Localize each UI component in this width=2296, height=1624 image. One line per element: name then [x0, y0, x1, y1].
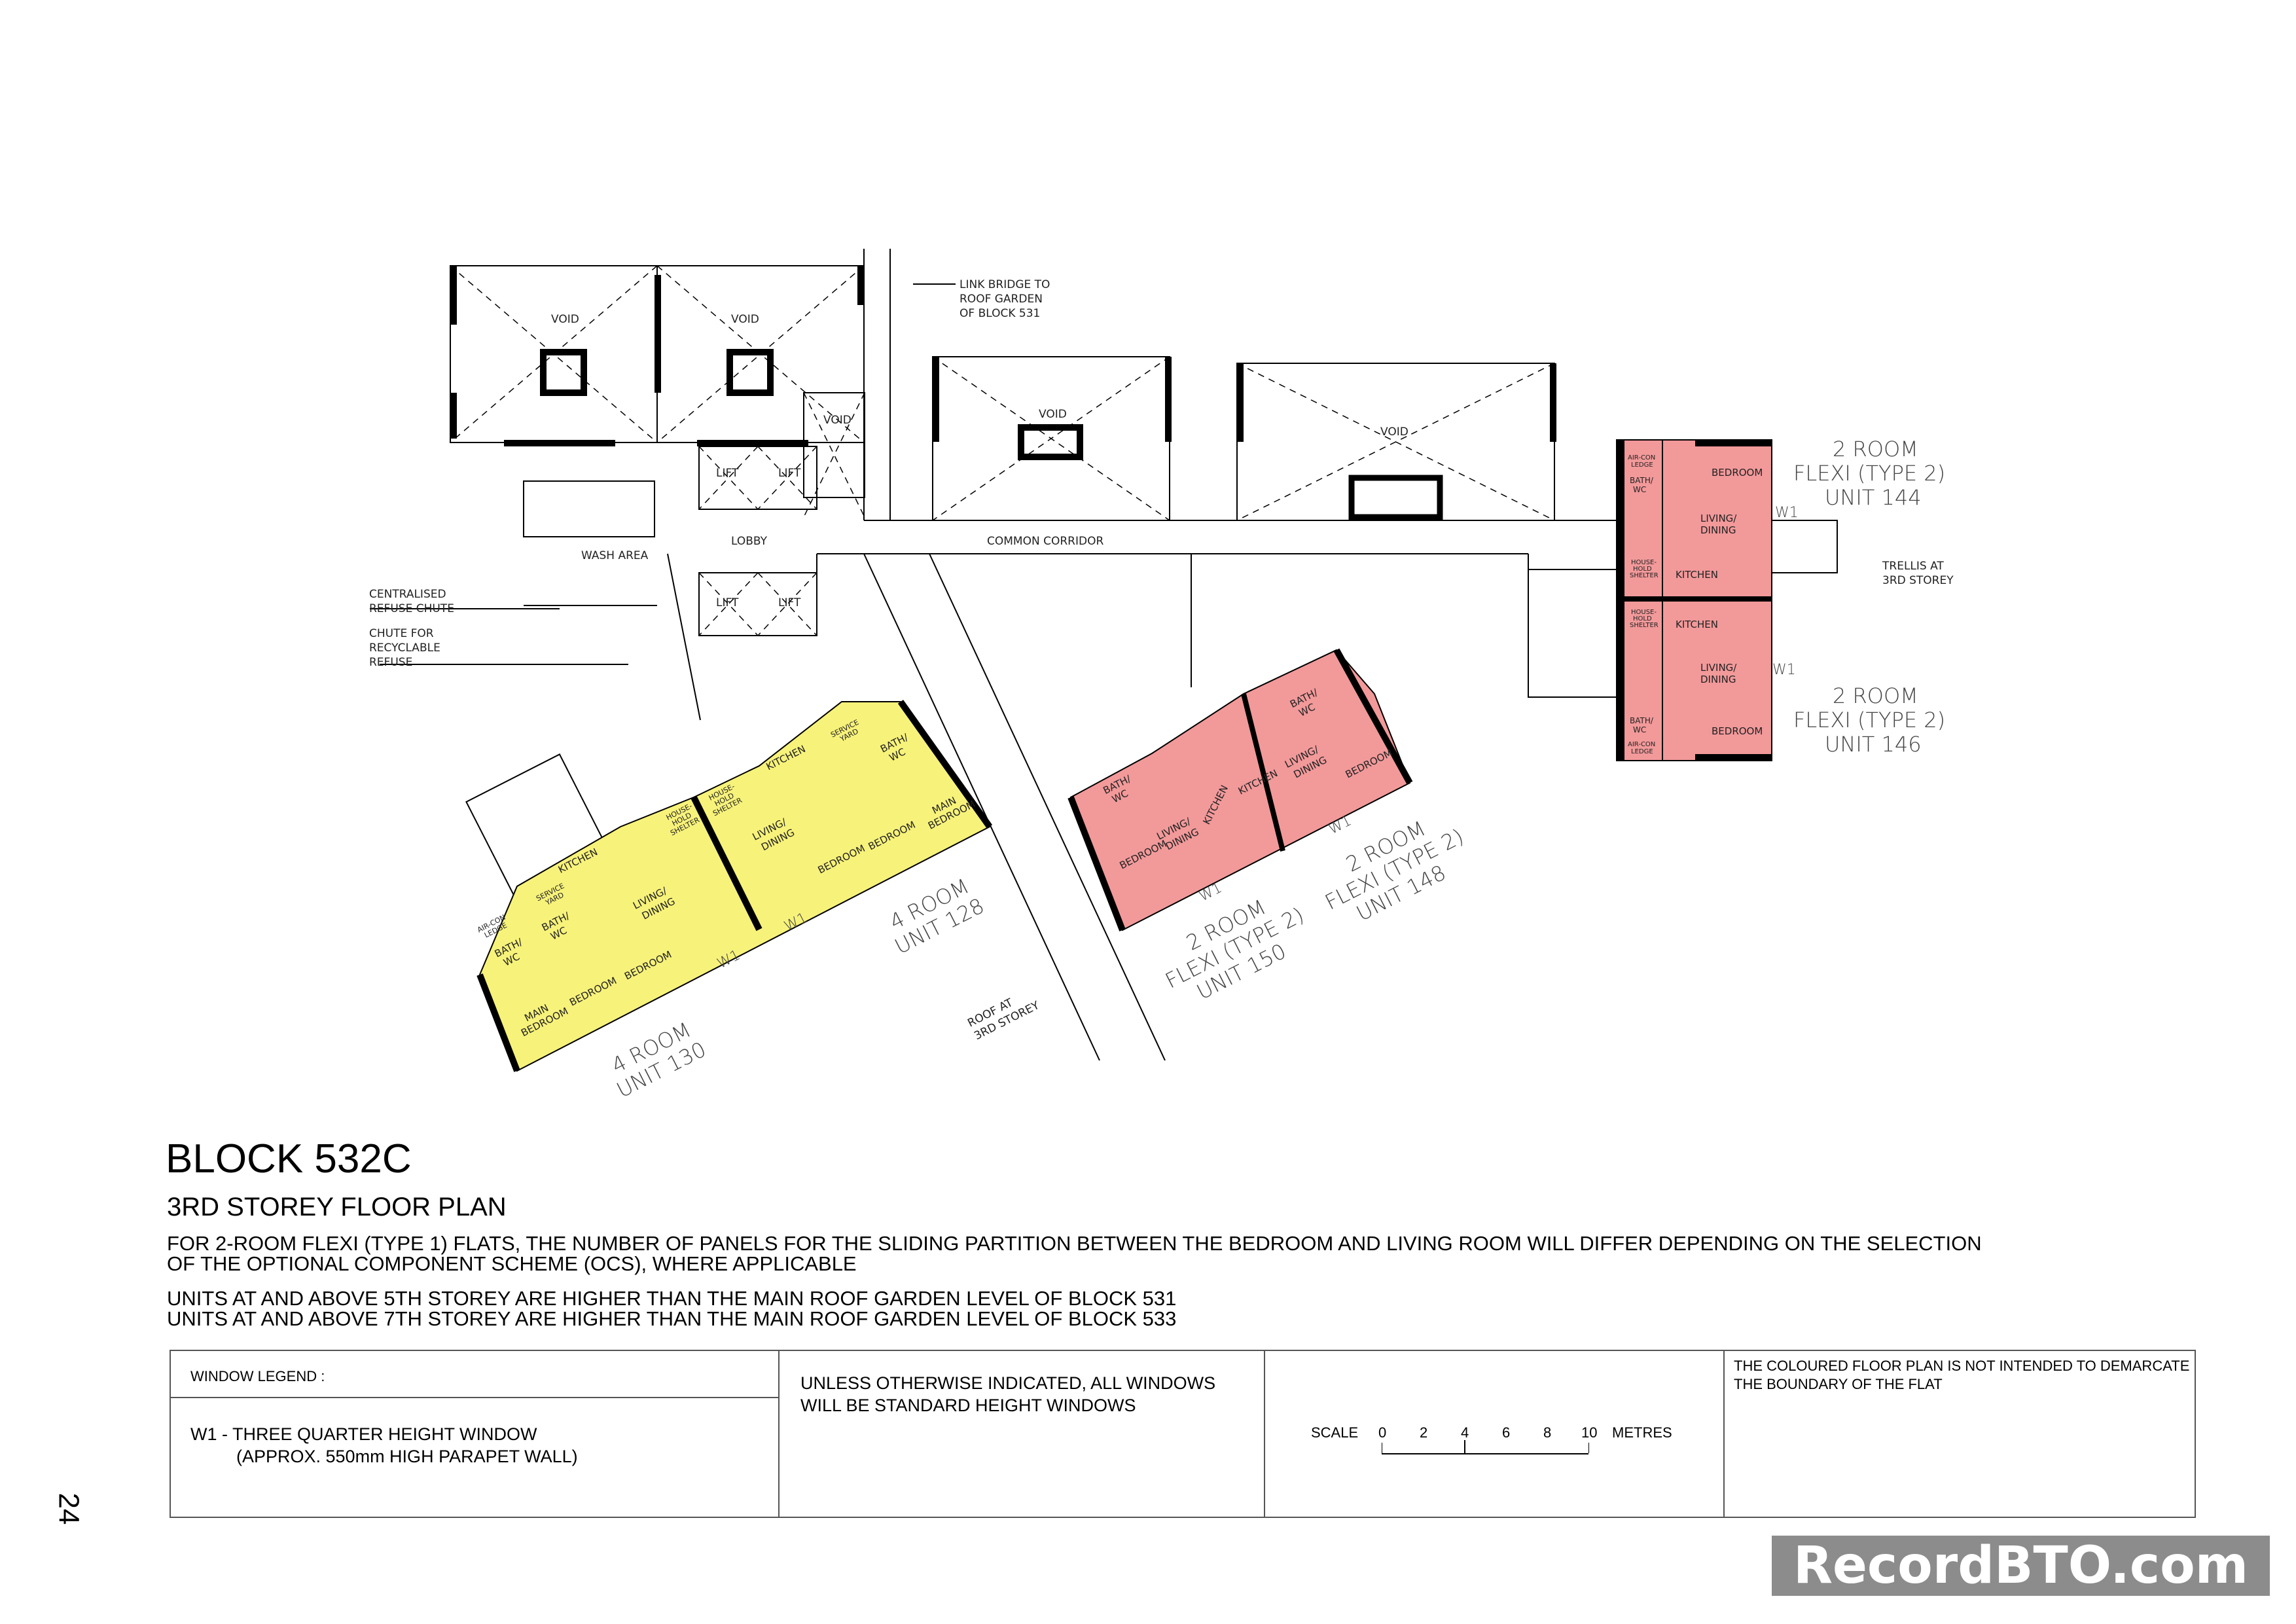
room-shelter-line: SHELTER	[1630, 622, 1659, 629]
room-aircon-line: LEDGE	[1631, 748, 1653, 755]
trellis-label: 3RD STOREY	[1882, 574, 1954, 587]
lift-label: LIFT	[716, 596, 739, 609]
room-bedroom: BEDROOM	[1712, 467, 1763, 478]
lobby-label: LOBBY	[731, 535, 768, 548]
room-aircon-line: AIR-CON	[1628, 454, 1655, 461]
room-shelter: HOUSE- HOLD SHELTER	[1630, 559, 1659, 579]
unit-label-146: 2 ROOM FLEXI (TYPE 2) UNIT 146	[1793, 683, 1945, 757]
structure-lines	[370, 249, 1617, 1061]
room-shelter-line: HOLD	[1633, 566, 1652, 573]
scale-cell: SCALE 0 2 4 6 8 10 METRES	[1265, 1351, 1725, 1517]
window-legend-cell: WINDOW LEGEND : W1 - THREE QUARTER HEIGH…	[171, 1351, 780, 1517]
room-bath: BATH/	[1630, 476, 1654, 485]
page-subtitle: 3RD STOREY FLOOR PLAN	[167, 1193, 507, 1221]
unit-150-148-area	[1069, 649, 1411, 931]
room-shelter: HOUSE- HOLD SHELTER	[1630, 609, 1659, 629]
unit-type: 2 ROOM	[1833, 683, 1918, 708]
room-bath: WC	[1633, 725, 1646, 734]
divider	[171, 1397, 778, 1398]
roof-note: ROOF AT 3RD STOREY	[965, 996, 1041, 1043]
room-bath: BATH/	[1630, 716, 1654, 725]
scale-tick: 8	[1543, 1424, 1552, 1441]
note-line: UNITS AT AND ABOVE 5TH STOREY ARE HIGHER…	[167, 1287, 1177, 1310]
unit-number: UNIT 146	[1825, 732, 1922, 757]
unit-label-144: 2 ROOM FLEXI (TYPE 2) UNIT 144	[1793, 437, 1945, 510]
link-bridge-label: ROOF GARDEN	[960, 293, 1043, 306]
windows-note: UNLESS OTHERWISE INDICATED, ALL WINDOWS	[800, 1373, 1216, 1393]
room-kitchen: KITCHEN	[1676, 619, 1718, 630]
common-corridor-label: COMMON CORRIDOR	[987, 535, 1103, 548]
link-bridge-label: OF BLOCK 531	[960, 307, 1040, 320]
room-aircon: AIR-CON LEDGE	[1628, 454, 1655, 469]
scale-label: SCALE	[1311, 1424, 1359, 1441]
void-label: VOID	[823, 414, 852, 427]
room-living: LIVING/	[1700, 513, 1737, 524]
void-label: VOID	[551, 313, 579, 326]
room-shelter-line: HOLD	[1633, 615, 1652, 623]
window-mark: W1	[1772, 662, 1796, 678]
recyclable-chute-label: RECYCLABLE	[369, 641, 440, 655]
note-line: UNITS AT AND ABOVE 7TH STOREY ARE HIGHER…	[167, 1307, 1177, 1330]
room-bedroom: BEDROOM	[1712, 725, 1763, 737]
lift-label: LIFT	[716, 467, 739, 480]
recyclable-chute-label: CHUTE FOR	[369, 627, 434, 640]
unit-label-128: 4 ROOM UNIT 128	[886, 873, 988, 959]
disclaimer-cell: THE COLOURED FLOOR PLAN IS NOT INTENDED …	[1725, 1351, 2195, 1517]
lift-label: LIFT	[778, 467, 801, 480]
scale-tick: 4	[1461, 1424, 1469, 1441]
window-legend-label: WINDOW LEGEND :	[190, 1368, 325, 1384]
void-label: VOID	[1380, 425, 1408, 439]
unit-type: 2 ROOM	[1833, 437, 1918, 461]
room-aircon-line: AIR-CON	[1628, 741, 1655, 748]
scale-bar: 0 2 4 6 8 10	[1378, 1424, 1598, 1457]
windows-note-cell: UNLESS OTHERWISE INDICATED, ALL WINDOWS …	[780, 1351, 1265, 1517]
room-living: DINING	[1700, 674, 1736, 685]
room-living: DINING	[1700, 524, 1736, 536]
room-aircon-line: LEDGE	[1631, 461, 1653, 469]
scale-tick: 10	[1581, 1424, 1598, 1441]
room-kitchen: KITCHEN	[1676, 569, 1718, 581]
recyclable-chute-label: REFUSE	[369, 656, 412, 669]
unit-label-130: 4 ROOM UNIT 130	[607, 1017, 710, 1103]
w1-description: (APPROX. 550mm HIGH PARAPET WALL)	[236, 1447, 578, 1466]
window-mark: W1	[1775, 505, 1799, 521]
void-label: VOID	[731, 313, 759, 326]
legend-table: WINDOW LEGEND : W1 - THREE QUARTER HEIGH…	[170, 1350, 2196, 1518]
page-number: 24	[52, 1492, 85, 1525]
room-bath: WC	[1633, 485, 1646, 494]
room-shelter-line: HOUSE-	[1631, 559, 1657, 566]
w1-description: W1 - THREE QUARTER HEIGHT WINDOW	[190, 1424, 537, 1444]
scale-tick: 6	[1502, 1424, 1511, 1441]
disclaimer: THE BOUNDARY OF THE FLAT	[1734, 1376, 1943, 1392]
void-label: VOID	[1039, 408, 1067, 421]
room-living: LIVING/	[1700, 662, 1737, 674]
page-title: BLOCK 532C	[166, 1136, 412, 1182]
trellis-label: TRELLIS AT	[1882, 560, 1944, 573]
refuse-chute-label: CENTRALISED	[369, 588, 446, 601]
unit-flexi: FLEXI (TYPE 2)	[1793, 461, 1945, 486]
windows-note: WILL BE STANDARD HEIGHT WINDOWS	[800, 1396, 1136, 1415]
room-labels: KITCHEN LIVING/ DINING BATH/ WC BATH/ WC…	[476, 454, 1763, 1039]
note-line: FOR 2-ROOM FLEXI (TYPE 1) FLATS, THE NUM…	[167, 1232, 1982, 1255]
scale-unit: METRES	[1612, 1424, 1672, 1441]
unit-flexi: FLEXI (TYPE 2)	[1793, 708, 1945, 732]
lift-label: LIFT	[778, 596, 801, 609]
wash-area-label: WASH AREA	[581, 549, 649, 562]
room-service-yard: SERVICE YARD	[829, 718, 860, 744]
disclaimer: THE COLOURED FLOOR PLAN IS NOT INTENDED …	[1734, 1358, 2190, 1374]
unit-number: UNIT 144	[1825, 485, 1922, 510]
refuse-chute-label: REFUSE CHUTE	[369, 602, 454, 615]
room-aircon: AIR-CON LEDGE	[1628, 741, 1655, 755]
note-line: OF THE OPTIONAL COMPONENT SCHEME (OCS), …	[167, 1252, 857, 1275]
scale-tick: 0	[1378, 1424, 1387, 1441]
link-bridge-label: LINK BRIDGE TO	[960, 278, 1050, 291]
unit-walls	[476, 440, 1838, 1072]
room-shelter-line: HOUSE-	[1631, 609, 1657, 616]
scale-tick: 2	[1420, 1424, 1428, 1441]
room-shelter-line: SHELTER	[1630, 572, 1659, 579]
watermark: RecordBTO.com	[1772, 1536, 2270, 1596]
